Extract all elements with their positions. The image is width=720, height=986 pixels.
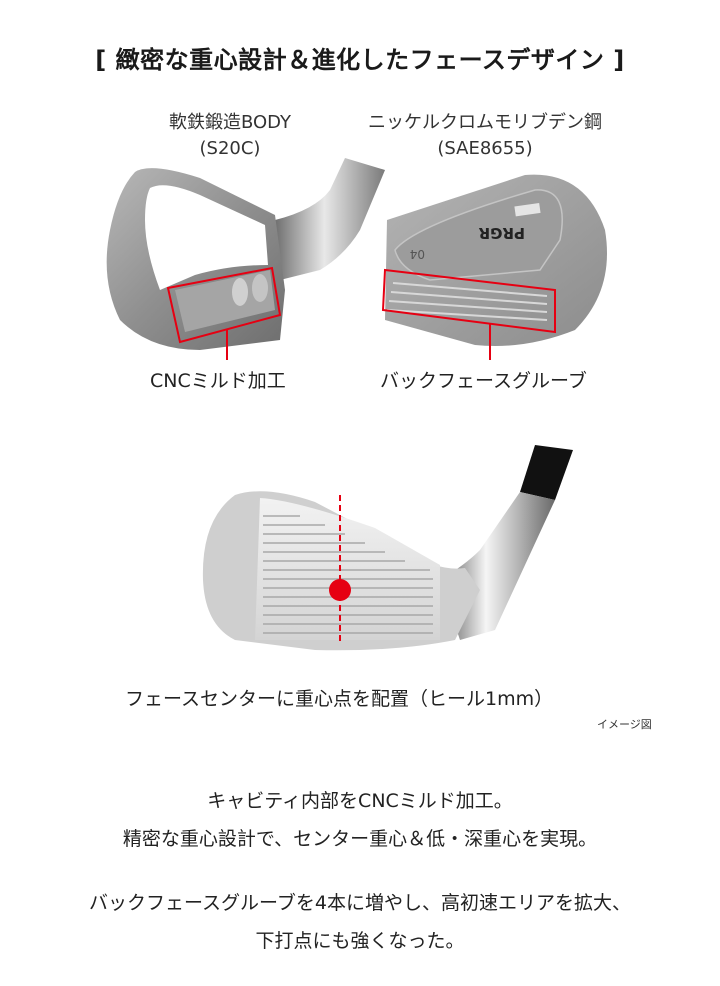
image-note: イメージ図 bbox=[597, 718, 652, 731]
description-line: キャビティ内部をCNCミルド加工。 bbox=[207, 790, 513, 812]
model-engraving: 04 bbox=[410, 247, 425, 261]
left-material-label: 軟鉄鍛造BODY (S20C) bbox=[120, 110, 340, 162]
right-material-name: ニッケルクロムモリブデン鋼 bbox=[368, 112, 602, 133]
description-paragraph-2: バックフェースグルーブを4本に増やし、高初速エリアを拡大、 下打点にも強くなった… bbox=[0, 884, 720, 960]
right-material-label: ニッケルクロムモリブデン鋼 (SAE8655) bbox=[355, 110, 615, 162]
cavity-back-head-image bbox=[106, 158, 385, 360]
back-face-head-image: PRGR 04 bbox=[381, 174, 607, 360]
face-view-caption: フェースセンターに重心点を配置（ヒール1mm） bbox=[125, 688, 554, 710]
right-material-code: (SAE8655) bbox=[437, 138, 533, 159]
back-face-groove-callout: バックフェースグルーブ bbox=[380, 370, 587, 392]
center-of-gravity-dot bbox=[329, 579, 351, 601]
left-material-name: 軟鉄鍛造BODY bbox=[168, 112, 292, 133]
description-line: 精密な重心設計で、センター重心＆低・深重心を実現。 bbox=[122, 828, 598, 850]
description-line: 下打点にも強くなった。 bbox=[255, 930, 465, 952]
section-title: [ 緻密な重心設計＆進化したフェースデザイン ] bbox=[95, 46, 625, 74]
face-view-head-image bbox=[202, 445, 573, 651]
left-material-code: (S20C) bbox=[199, 138, 261, 159]
description-paragraph-1: キャビティ内部をCNCミルド加工。 精密な重心設計で、センター重心＆低・深重心を… bbox=[0, 782, 720, 858]
brand-engraving: PRGR bbox=[478, 224, 525, 242]
cnc-milled-callout: CNCミルド加工 bbox=[150, 370, 286, 392]
description-line: バックフェースグルーブを4本に増やし、高初速エリアを拡大、 bbox=[88, 892, 631, 914]
